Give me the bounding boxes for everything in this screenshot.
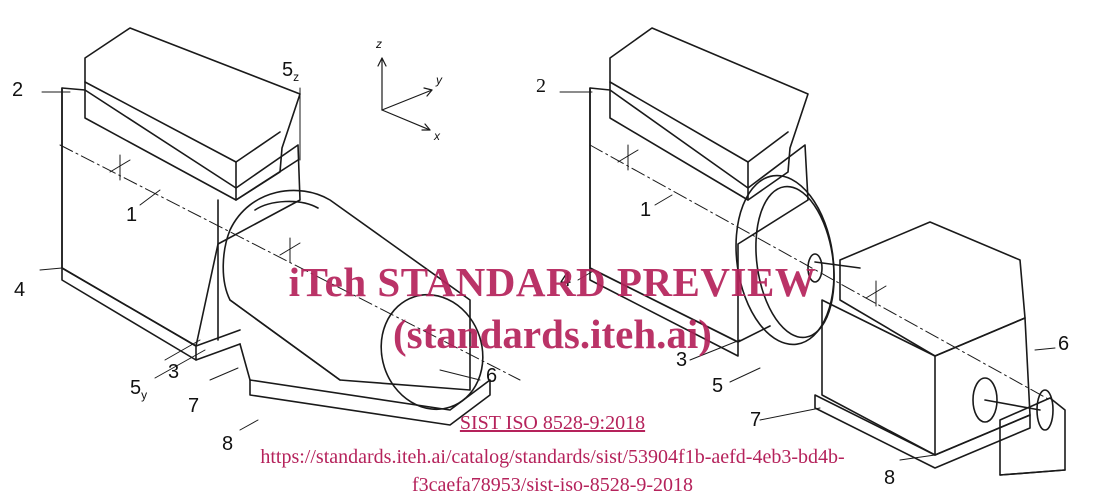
left-label-7: 7 (188, 395, 200, 417)
right-engine-top-block (609, 27, 809, 201)
right-label-2: 2 (536, 75, 546, 97)
left-generator-set (61, 27, 491, 426)
left-alternator-drum (222, 189, 471, 391)
left-engine-top-block (84, 27, 301, 201)
axis-label-x: x (434, 129, 440, 143)
right-label-3: 3 (676, 349, 688, 371)
left-label-6: 6 (486, 365, 498, 387)
watermark-doc-link[interactable]: SIST ISO 8528-9:2018 (459, 412, 646, 434)
left-label-1: 1 (126, 204, 138, 226)
left-engine-body (61, 87, 301, 347)
right-generator-set (589, 27, 1066, 476)
right-label-6: 6 (1058, 333, 1070, 355)
right-label-8: 8 (884, 467, 896, 489)
right-engine-base (589, 267, 739, 357)
watermark-title: iTeh STANDARD PREVIEW (288, 259, 817, 305)
left-label-2: 2 (12, 79, 24, 101)
right-label-7: 7 (750, 409, 762, 431)
axis-label-y: y (436, 73, 442, 87)
right-center-axis (589, 144, 1051, 401)
right-label-5: 5 (712, 375, 724, 397)
left-label-4: 4 (14, 279, 26, 301)
watermark-url-line-2[interactable]: f3caefa78953/sist-iso-8528-9-2018 (411, 474, 694, 496)
left-alternator-base (249, 379, 491, 426)
right-bearing-pedestal (999, 397, 1066, 476)
left-label-8: 8 (222, 433, 234, 455)
right-label-1: 1 (640, 199, 652, 221)
left-label-5y: 5y (130, 377, 148, 402)
axis-label-z: z (376, 37, 382, 51)
watermark-url-line-1[interactable]: https://standards.iteh.ai/catalog/standa… (260, 446, 845, 468)
left-label-3: 3 (168, 361, 180, 383)
watermark-subtitle: (standards.iteh.ai) (393, 311, 712, 357)
right-label-4: 4 (560, 269, 572, 291)
left-label-5z: 5z (282, 59, 300, 84)
axis-triad (377, 57, 433, 131)
